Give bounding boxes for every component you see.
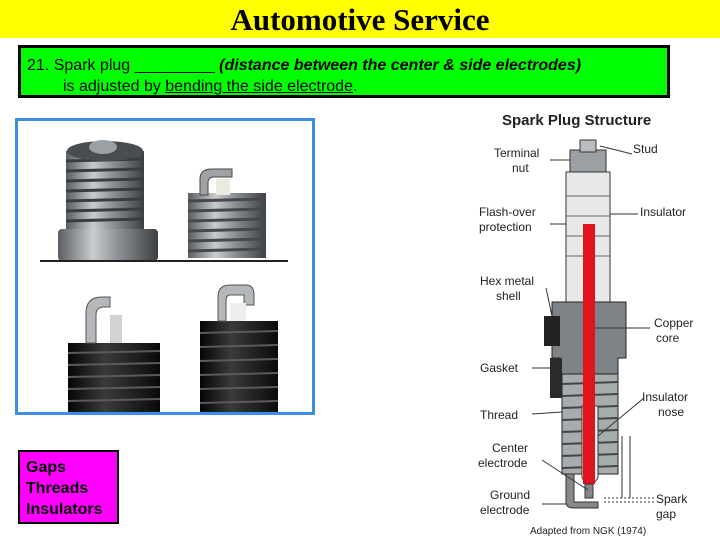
question-definition: (distance between the center & side elec… xyxy=(219,57,582,74)
question-prefix: 21. Spark plug _________ xyxy=(27,57,220,74)
answer-insulators: Insulators xyxy=(26,501,103,518)
spark-plug-diagram: Spark Plug Structure Terminal nut Stud F… xyxy=(470,106,720,540)
label-spark-gap: Spark gap xyxy=(656,492,688,521)
label-ground-electrode: Ground electrode xyxy=(480,488,531,517)
label-center-electrode: Center electrode xyxy=(478,441,529,470)
label-terminal-nut: Terminal nut xyxy=(494,146,540,175)
label-hex-shell: Hex metal shell xyxy=(480,274,535,303)
label-copper-core: Copper core xyxy=(654,316,694,345)
plug-black-left xyxy=(67,296,161,412)
question-end: . xyxy=(352,78,358,95)
plug-new xyxy=(187,168,267,258)
slide-title: Automotive Service xyxy=(230,2,490,37)
question-underlined: bending the side electrode xyxy=(165,78,353,95)
label-gasket: Gasket xyxy=(480,361,519,375)
plug-black-right xyxy=(199,284,279,412)
diagram-credit: Adapted from NGK (1974) xyxy=(530,526,647,537)
spark-plug-photo-art xyxy=(40,140,288,412)
question-line-1: 21. Spark plug _________ (distance betwe… xyxy=(27,55,667,76)
diagram-title: Spark Plug Structure xyxy=(502,112,652,129)
label-stud: Stud xyxy=(633,142,658,156)
label-thread: Thread xyxy=(480,408,519,422)
spark-plug-cutaway xyxy=(531,139,654,509)
label-flash-over: Flash-over protection xyxy=(479,205,536,234)
question-lead: is adjusted by xyxy=(63,78,166,95)
answer-gaps: Gaps xyxy=(26,459,67,476)
question-box: 21. Spark plug _________ (distance betwe… xyxy=(18,45,670,98)
plug-worn xyxy=(58,140,158,261)
spark-plug-photo xyxy=(15,118,315,415)
label-insulator: Insulator xyxy=(640,205,687,219)
title-bar: Automotive Service xyxy=(0,0,720,38)
label-insulator-nose: Insulator nose xyxy=(642,390,689,419)
answer-list: Gaps Threads Insulators xyxy=(18,450,119,524)
question-line-2: is adjusted by bending the side electrod… xyxy=(27,76,667,97)
answer-threads: Threads xyxy=(26,480,89,497)
